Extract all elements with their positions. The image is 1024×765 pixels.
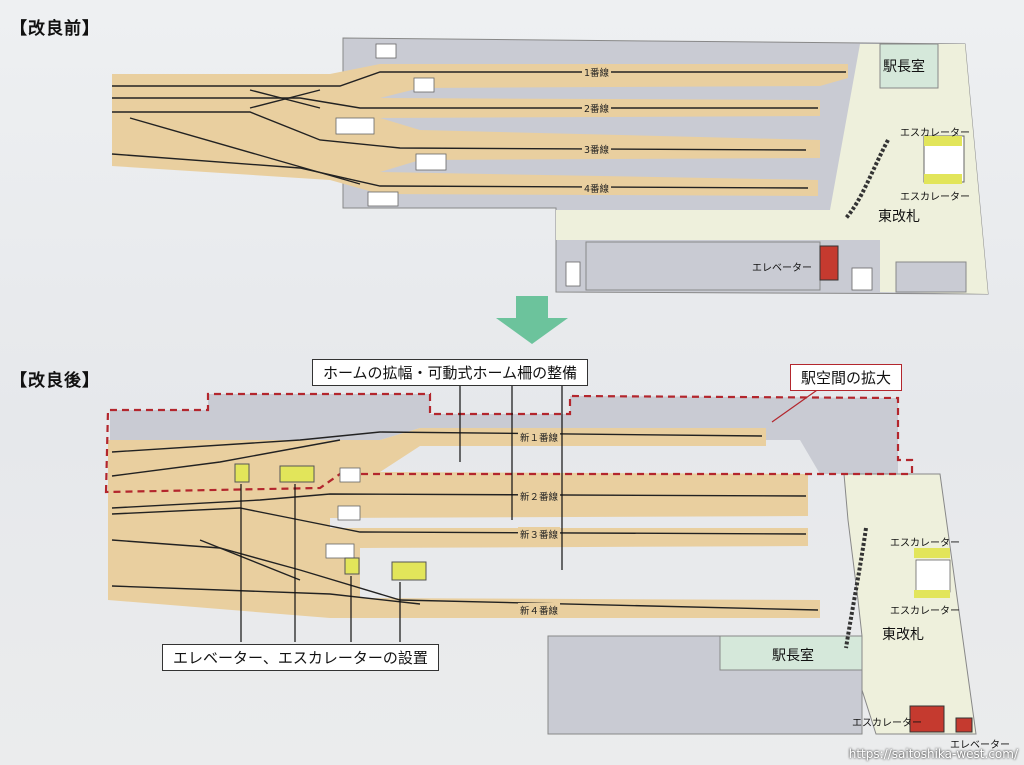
after-stairs — [325, 467, 951, 593]
after-gate-arc — [844, 527, 868, 649]
before-station-master-room — [879, 43, 939, 89]
after-escalator-mid-label: エスカレーター — [890, 606, 960, 617]
after-pointer-lines — [240, 386, 821, 642]
after-station-master-label: 駅長室 — [772, 648, 814, 664]
before-stairs — [335, 43, 873, 291]
watermark-url: https://saitoshika-west.com/ — [848, 747, 1018, 761]
before-escalator-top-arrow — [924, 136, 962, 146]
transition-arrow — [496, 296, 568, 344]
space-expansion-callout: 駅空間の拡大 — [790, 364, 903, 391]
before-station-master-label: 駅長室 — [883, 59, 925, 75]
before-right-block — [895, 261, 967, 293]
before-escalator-bottom-label: エスカレーター — [900, 192, 970, 203]
before-elevator-box — [819, 245, 839, 281]
before-concourse — [556, 44, 988, 294]
after-track-2-label: 新２番線 — [518, 489, 561, 503]
after-escalator-top-label: エスカレーター — [890, 538, 960, 549]
after-building-extension — [110, 394, 898, 474]
before-escalator-top-label: エスカレーター — [900, 128, 970, 139]
after-elevator-label: エレベーター — [950, 740, 1010, 751]
after-escalator-top-arrow — [914, 548, 950, 558]
before-track-4-label: 4番線 — [582, 181, 612, 195]
after-bottom-elevator — [955, 717, 973, 733]
after-space-expansion-boundary — [104, 392, 914, 494]
after-new-elevator-1 — [234, 463, 250, 483]
after-new-escalator-1 — [279, 465, 315, 483]
after-section-title: 【改良後】 — [10, 371, 100, 391]
before-track-band-approach — [112, 64, 848, 196]
platform-widening-callout: ホームの拡幅・可動式ホーム柵の整備 — [312, 359, 589, 386]
before-track-3-label: 3番線 — [582, 142, 612, 156]
before-plan — [111, 37, 989, 295]
after-new-elevator-2 — [344, 557, 360, 575]
elevator-installation-callout: エレベーター、エスカレーターの設置 — [162, 644, 439, 671]
before-elevator-label: エレベーター — [752, 263, 812, 274]
after-bottom-escalator — [909, 705, 945, 733]
after-track-4-label: 新４番線 — [518, 603, 561, 617]
after-east-gate-label: 東改札 — [882, 627, 924, 643]
before-escalator-bottom-arrow — [924, 174, 962, 184]
after-escalator-bottom-label: エスカレーター — [852, 718, 922, 729]
after-track-3-label: 新３番線 — [518, 527, 561, 541]
after-escalator-mid-arrow — [914, 590, 950, 598]
after-station-master-room — [719, 635, 863, 671]
before-east-gate-label: 東改札 — [878, 209, 920, 225]
before-track-2-label: 2番線 — [582, 101, 612, 115]
after-track-1-label: 新１番線 — [518, 430, 561, 444]
after-concourse — [843, 473, 977, 735]
before-track-1-label: 1番線 — [582, 65, 612, 79]
before-gate-arc — [844, 139, 890, 220]
after-plan — [104, 386, 977, 735]
after-new-escalator-2 — [391, 561, 427, 581]
before-section-title: 【改良前】 — [10, 19, 100, 39]
